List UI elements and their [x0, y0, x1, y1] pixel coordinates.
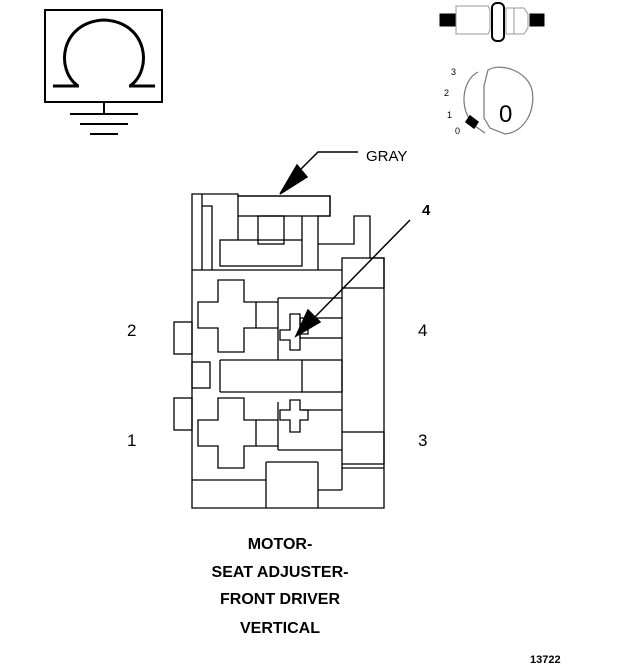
callout-number: 4: [422, 202, 431, 219]
key-position-0: 0: [455, 126, 460, 136]
motor-ground-symbol-icon: [44, 9, 163, 135]
figure-number: 13722: [530, 654, 561, 666]
wire-color-label: GRAY: [366, 148, 407, 165]
wire-color-callout: GRAY: [279, 148, 407, 195]
cavity-callout: 4: [294, 202, 431, 338]
key-position-indicator: 0: [499, 101, 512, 128]
key-position-3: 3: [451, 67, 456, 77]
caption-line-4: VERTICAL: [240, 620, 320, 637]
key-position-2: 2: [444, 88, 449, 98]
ignition-key-icon: 3 2 1 0 0: [444, 66, 534, 136]
key-position-1: 1: [447, 110, 452, 120]
pin-1-label: 1: [127, 431, 136, 450]
pin-2-label: 2: [127, 321, 136, 340]
pin-4-label: 4: [418, 321, 427, 340]
caption-line-2: SEAT ADJUSTER-: [211, 564, 349, 581]
pin-3-label: 3: [418, 431, 427, 450]
caption-line-3: FRONT DRIVER: [220, 591, 340, 608]
connector-icon: [439, 2, 545, 42]
caption-line-1: MOTOR-: [247, 536, 313, 553]
connector-face: [173, 193, 385, 509]
